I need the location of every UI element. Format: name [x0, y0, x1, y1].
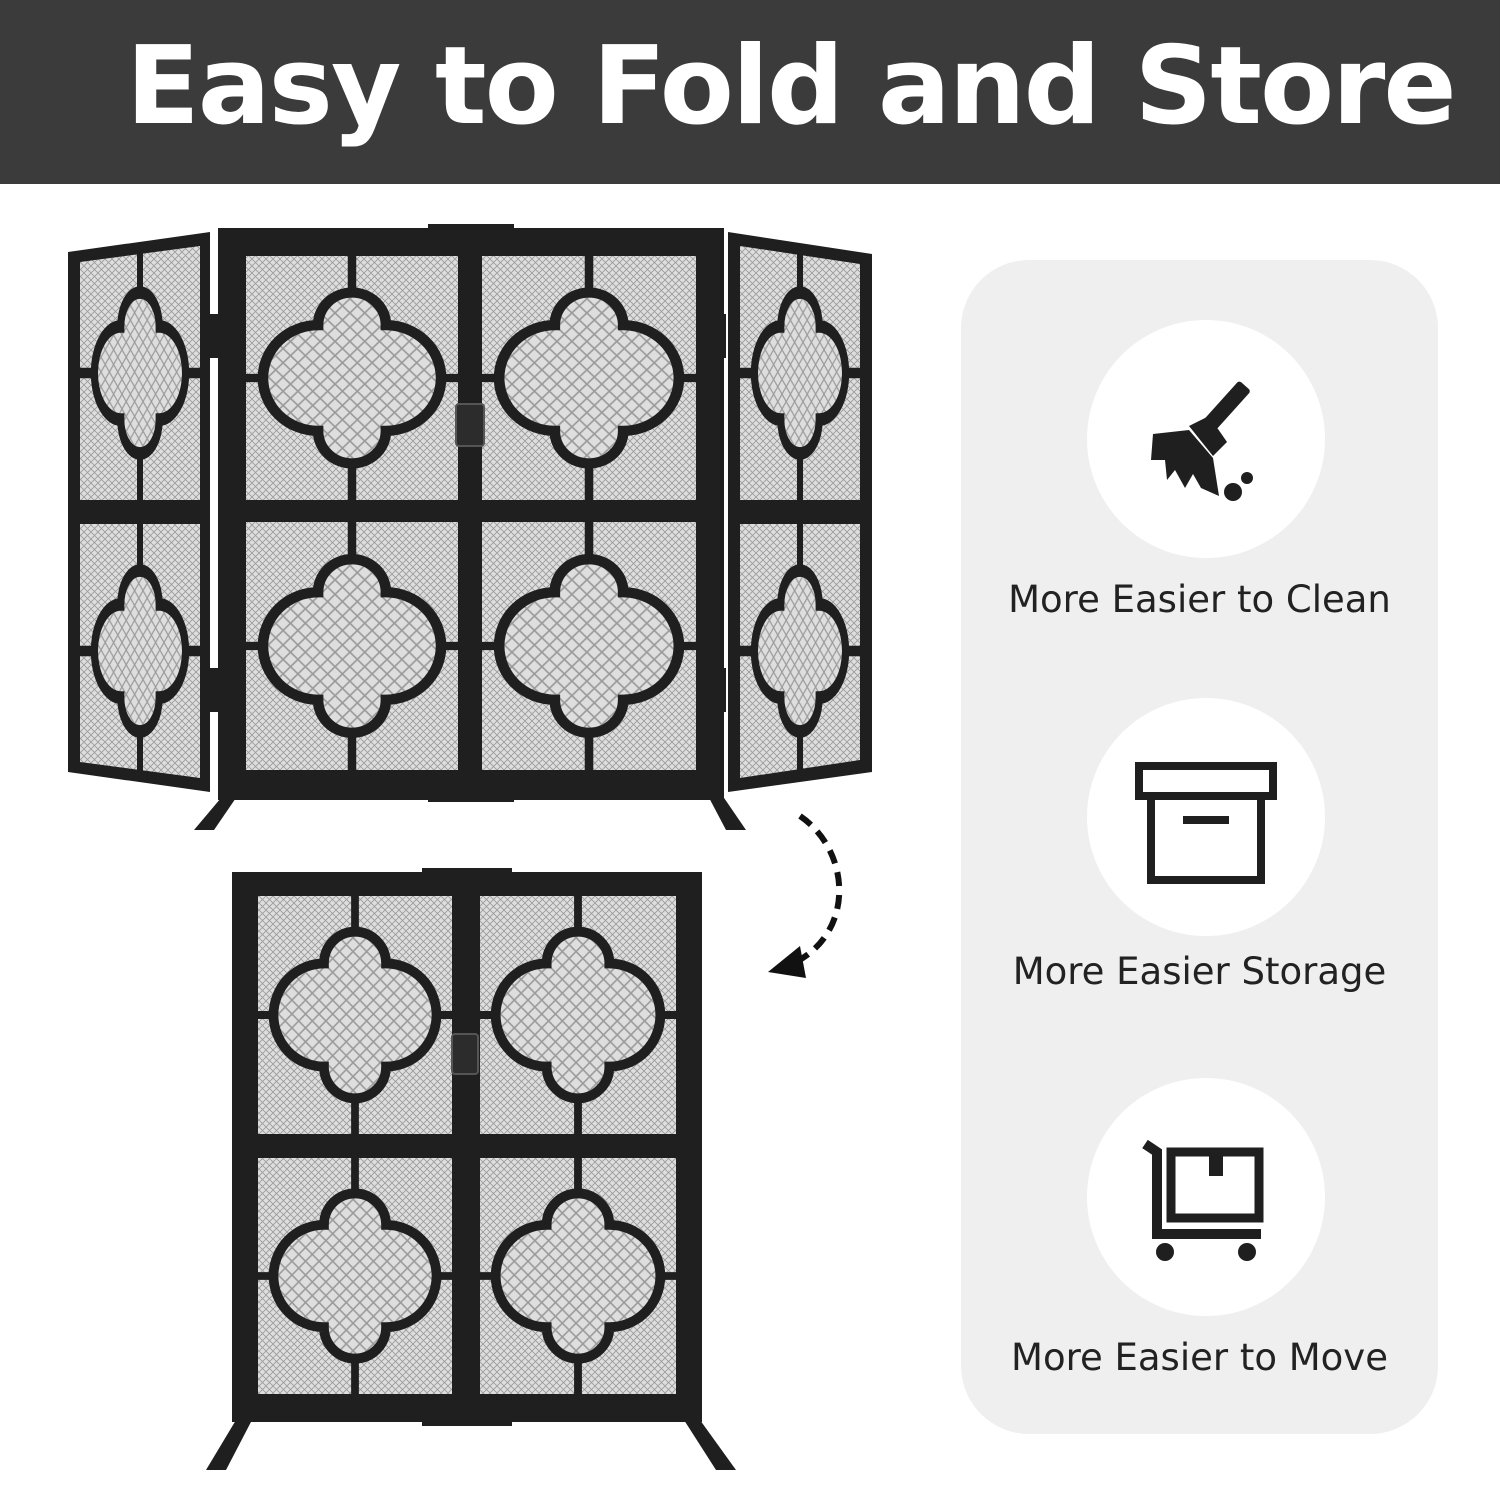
header-banner: Easy to Fold and Store	[0, 0, 1500, 184]
left-side-panel	[68, 232, 210, 792]
fireplace-screen-illustration	[68, 224, 872, 1470]
feature-label: More Easier to Move	[1011, 1336, 1388, 1379]
unfolded-screen	[68, 224, 872, 830]
storage-box-icon	[1135, 762, 1277, 884]
hand-truck-icon	[1142, 1139, 1264, 1261]
feature-icon-circle	[1087, 1078, 1325, 1316]
folded-screen	[206, 868, 736, 1470]
fold-arrow	[768, 813, 843, 978]
feature-label: More Easier Storage	[1012, 950, 1387, 993]
page-title: Easy to Fold and Store	[126, 24, 1457, 149]
broom-icon	[1151, 381, 1253, 501]
features-panel: More Easier to Clean More Easier Storage…	[961, 260, 1438, 1434]
right-side-panel	[728, 232, 872, 792]
feature-icon-circle	[1087, 320, 1325, 558]
center-panel	[194, 224, 746, 830]
feature-icon-circle	[1087, 698, 1325, 936]
feature-label: More Easier to Clean	[1008, 578, 1391, 621]
